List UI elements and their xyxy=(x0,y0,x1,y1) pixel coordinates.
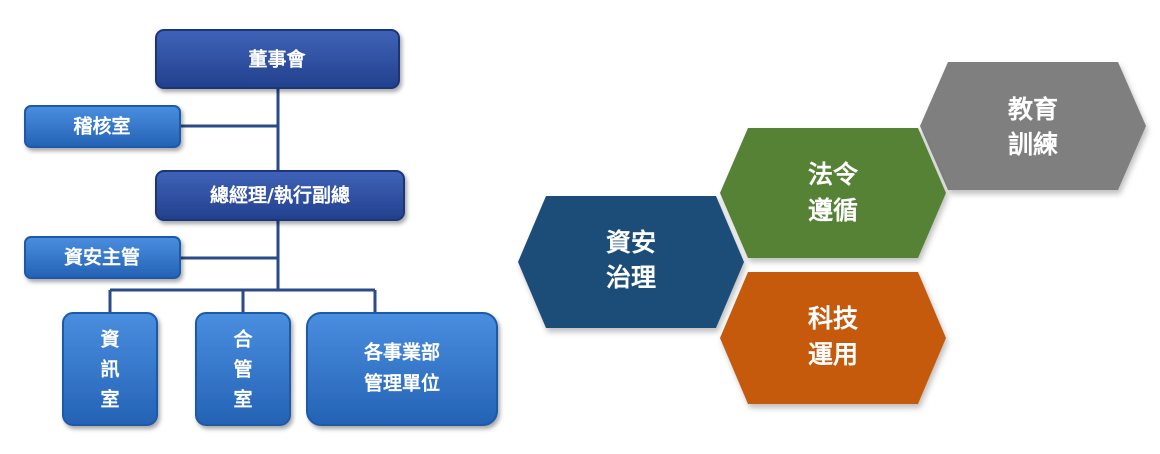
audit-node: 稽核室 xyxy=(24,105,181,148)
hex-technology-line-1: 科技 xyxy=(808,304,858,333)
business-units-node: 各事業部 管理單位 xyxy=(306,312,498,426)
it-room-line-1: 資 xyxy=(100,328,119,351)
compliance-room-line-2: 管 xyxy=(233,358,252,381)
security-head-node: 資安主管 xyxy=(24,236,181,279)
hex-legal-line-1: 法令 xyxy=(808,160,859,189)
hex-education-line-2: 訓練 xyxy=(1008,130,1058,159)
hex-legal: 法令 遵循 xyxy=(720,128,946,258)
compliance-room-node: 合 管 室 xyxy=(195,312,291,426)
business-units-line-2: 管理單位 xyxy=(364,372,440,395)
compliance-room-line-1: 合 xyxy=(233,328,253,351)
hex-governance-line-1: 資安 xyxy=(606,228,656,257)
hex-governance: 資安 治理 xyxy=(518,196,744,328)
audit-label: 稽核室 xyxy=(73,115,130,138)
hex-education: 教育 訓練 xyxy=(920,62,1146,190)
board-label: 董事會 xyxy=(248,48,306,71)
org-connectors xyxy=(108,88,377,313)
hex-technology: 科技 運用 xyxy=(720,272,946,404)
hex-governance-line-2: 治理 xyxy=(606,263,656,292)
hex-education-line-1: 教育 xyxy=(1008,95,1058,124)
compliance-room-line-3: 室 xyxy=(233,388,252,411)
hex-legal-line-2: 遵循 xyxy=(808,196,858,225)
gm-node: 總經理/執行副總 xyxy=(155,170,405,221)
security-head-label: 資安主管 xyxy=(64,246,140,269)
gm-label: 總經理/執行副總 xyxy=(210,184,350,207)
hex-technology-line-2: 運用 xyxy=(808,340,858,369)
it-room-line-3: 室 xyxy=(100,388,119,411)
board-node: 董事會 xyxy=(155,29,400,89)
it-room-node: 資 訊 室 xyxy=(62,312,158,426)
business-units-line-1: 各事業部 xyxy=(363,341,440,364)
it-room-line-2: 訊 xyxy=(100,358,119,381)
